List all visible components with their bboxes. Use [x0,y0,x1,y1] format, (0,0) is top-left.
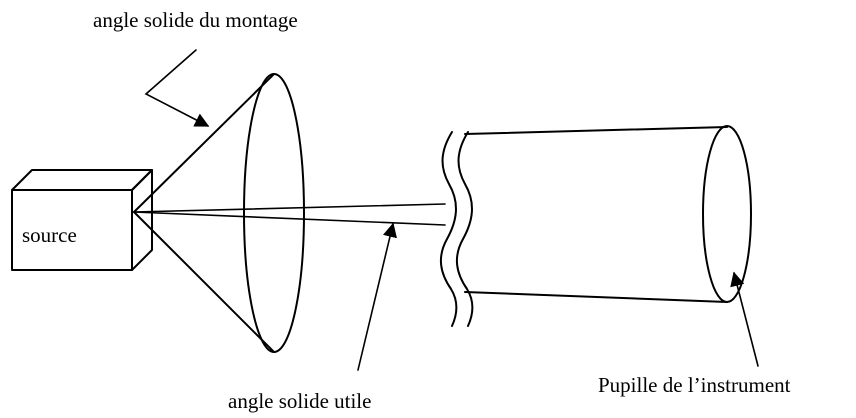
instrument-pupil-pointer [730,271,759,367]
instrument-pupil-ellipse [702,125,752,303]
instrument-cylinder [464,125,752,303]
source-box [11,169,153,271]
mount-solid-angle-pointer [144,49,210,127]
mount-solid-angle-cone [133,73,305,353]
useful-solid-angle-rays [133,203,446,226]
useful-solid-angle-pointer [357,222,397,371]
mount-solid-angle-label: angle solide du montage [93,8,298,32]
break-marks [439,131,474,327]
instrument-pupil-label: Pupille de l’instrument [598,373,791,397]
source-label: source [22,223,77,247]
useful-solid-angle-label: angle solide utile [228,389,371,413]
